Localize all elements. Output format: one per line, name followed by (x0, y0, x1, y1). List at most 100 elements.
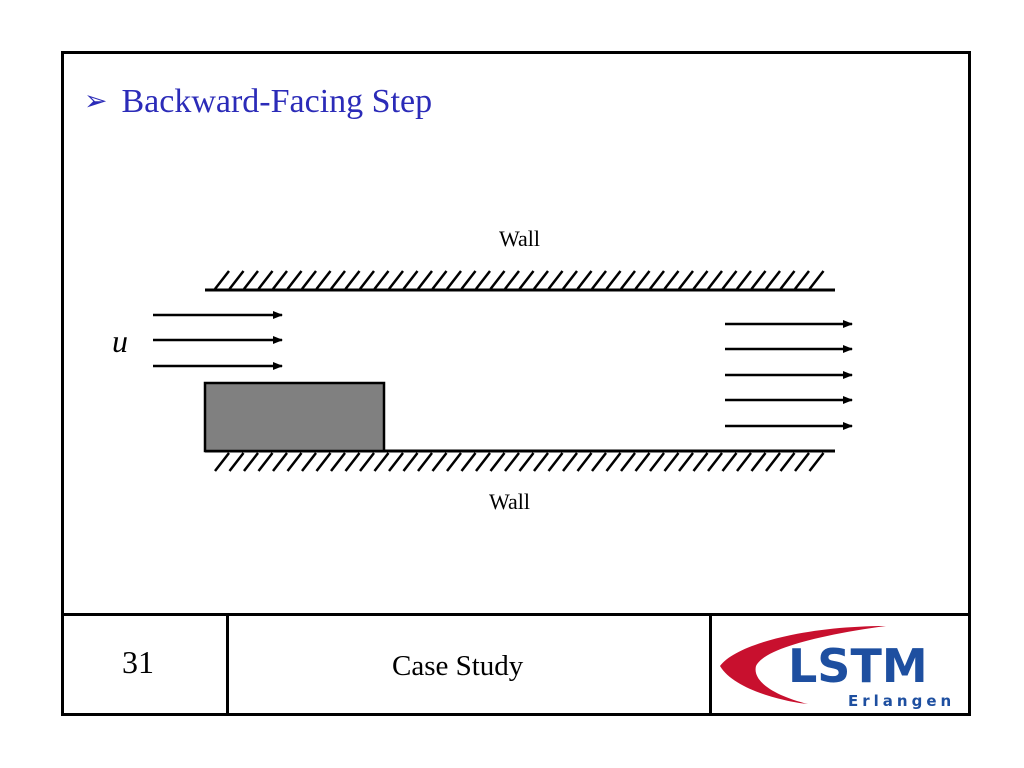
hatch-line (808, 270, 825, 290)
hatch-line (286, 452, 303, 472)
page-number: 31 (122, 644, 154, 680)
hatch-line (562, 452, 578, 472)
hatch-line (620, 270, 636, 290)
bottom-wall-hatching (214, 452, 825, 472)
hatch-line (475, 270, 491, 290)
hatch-line (620, 452, 636, 472)
hatch-line (228, 270, 245, 290)
hatch-line (272, 452, 288, 472)
hatch-line (736, 452, 752, 472)
hatch-line (547, 452, 564, 472)
hatch-line (663, 270, 680, 290)
hatch-line (344, 270, 361, 290)
bullet-arrow-icon: ➢ (84, 86, 108, 117)
hatch-line (692, 270, 709, 290)
hatch-line (591, 270, 607, 290)
hatch-line (373, 452, 390, 472)
hatch-line (634, 270, 651, 290)
hatch-line (228, 452, 245, 472)
hatch-line (301, 270, 317, 290)
hatch-line (402, 452, 419, 472)
hatch-line (315, 452, 332, 472)
lstm-logo: LSTM Erlangen (720, 626, 955, 710)
hatch-line (518, 452, 535, 472)
hatch-line (663, 452, 680, 472)
outflow-arrows (725, 320, 853, 430)
hatch-line (315, 270, 332, 290)
hatch-line (460, 452, 477, 472)
hatch-line (257, 270, 274, 290)
hatch-line (678, 452, 694, 472)
hatch-line (692, 452, 709, 472)
hatch-line (431, 270, 448, 290)
hatch-line (402, 270, 419, 290)
hatch-line (765, 452, 781, 472)
hatch-line (533, 270, 549, 290)
hatch-line (489, 452, 506, 472)
logo-subtext: Erlangen (848, 692, 955, 710)
hatch-line (649, 270, 665, 290)
hatch-line (547, 270, 564, 290)
hatch-line (489, 270, 506, 290)
hatch-line (518, 270, 535, 290)
logo-text: LSTM (788, 639, 928, 693)
hatch-line (301, 452, 317, 472)
hatch-line (707, 452, 723, 472)
bottom-wall-label: Wall (489, 489, 530, 514)
hatch-line (736, 270, 752, 290)
hatch-line (765, 270, 781, 290)
footer-separator (709, 613, 712, 713)
hatch-line (794, 270, 810, 290)
hatch-line (750, 270, 767, 290)
hatch-line (779, 452, 796, 472)
hatch-line (808, 452, 825, 472)
logo-swoosh-icon (720, 626, 886, 704)
hatch-line (794, 452, 810, 472)
top-wall (205, 270, 835, 292)
hatch-line (257, 452, 274, 472)
hatch-line (591, 452, 607, 472)
top-wall-hatching (214, 270, 825, 290)
hatch-line (388, 452, 404, 472)
hatch-line (605, 270, 622, 290)
inflow-arrows (153, 311, 283, 370)
hatch-line (460, 270, 477, 290)
hatch-line (243, 270, 259, 290)
hatch-line (721, 270, 738, 290)
hatch-line (576, 452, 593, 472)
footer-separator (226, 613, 229, 713)
hatch-line (388, 270, 404, 290)
bottom-wall (205, 449, 835, 472)
footer-divider (61, 613, 971, 616)
hatch-line (272, 270, 288, 290)
hatch-line (721, 452, 738, 472)
hatch-line (417, 270, 433, 290)
hatch-line (431, 452, 448, 472)
slide-frame (61, 51, 971, 716)
inflow-velocity-label: u (112, 323, 128, 359)
slide-title-text: Backward-Facing Step (121, 83, 433, 120)
hatch-line (214, 452, 230, 472)
hatch-line (446, 270, 462, 290)
hatch-line (359, 270, 375, 290)
hatch-line (330, 270, 346, 290)
hatch-line (504, 452, 520, 472)
hatch-line (678, 270, 694, 290)
hatch-line (649, 452, 665, 472)
hatch-line (562, 270, 578, 290)
hatch-line (707, 270, 723, 290)
hatch-line (750, 452, 767, 472)
hatch-line (359, 452, 375, 472)
hatch-line (373, 270, 390, 290)
hatch-line (214, 270, 230, 290)
slide-title: ➢ Backward-Facing Step (84, 83, 432, 121)
hatch-line (286, 270, 303, 290)
hatch-line (475, 452, 491, 472)
hatch-line (243, 452, 259, 472)
top-wall-label: Wall (499, 226, 540, 251)
hatch-line (634, 452, 651, 472)
step-block (203, 381, 386, 453)
hatch-line (330, 452, 346, 472)
hatch-line (605, 452, 622, 472)
hatch-line (417, 452, 433, 472)
